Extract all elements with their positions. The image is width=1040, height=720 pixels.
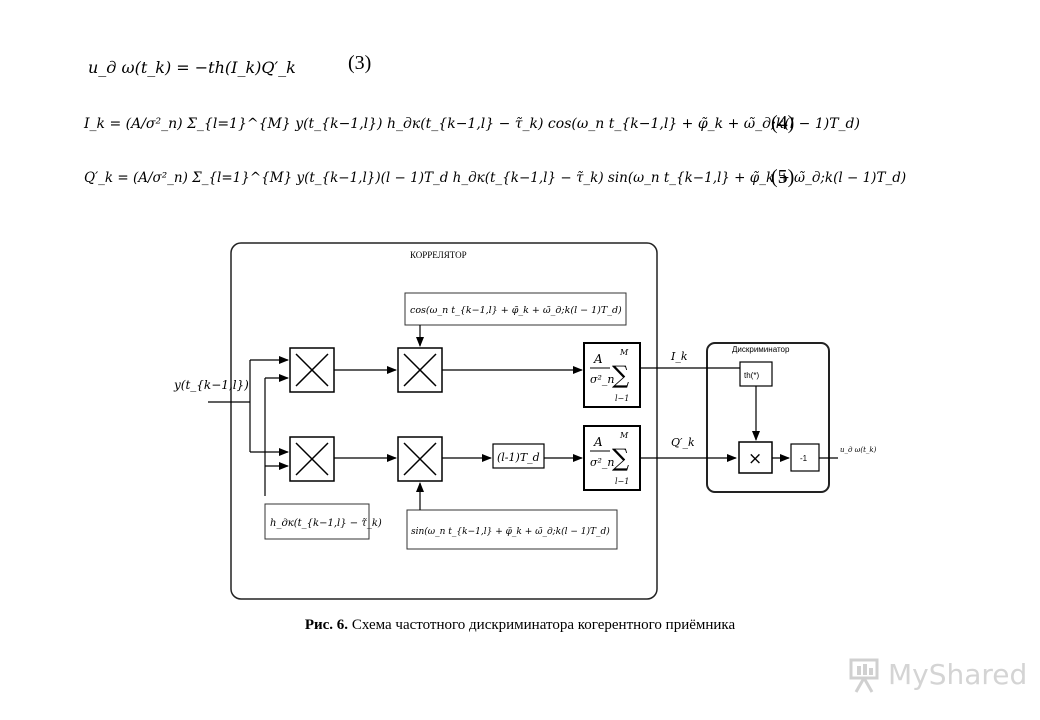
svg-text:σ²_n: σ²_n — [590, 456, 615, 469]
presentation-icon — [849, 658, 879, 693]
multiplier-discriminator — [738, 441, 773, 474]
sin-reference-block — [406, 509, 618, 550]
svg-text:M: M — [619, 348, 629, 357]
logo-text: MyShared — [888, 658, 1028, 691]
cos-reference-label: cos(ω_п t_{k−1,l} + φ̃_k + ω̃_д;k(l − 1)… — [410, 305, 622, 316]
summator-bottom: A σ²_n M ∑ l−1 — [583, 425, 641, 491]
figure-caption: Рис. 6. Схема частотного дискриминатора … — [0, 617, 1040, 634]
svg-text:M: M — [619, 431, 629, 440]
figure-caption-number: Рис. 6. — [304, 617, 349, 633]
equation-number-3: (3) — [348, 52, 372, 74]
equation-number-4: (4) — [771, 112, 795, 134]
th-label: th(*) — [744, 371, 759, 380]
th-block — [739, 361, 773, 387]
svg-text:∑: ∑ — [612, 361, 629, 389]
signal-paths — [334, 325, 838, 510]
h-reference-block — [264, 503, 370, 540]
equation-3: u_д ω(t_k) = −th(I_k)Q′_k — [88, 58, 296, 77]
correlator-title: КОРРЕЛЯТОР — [410, 250, 467, 260]
correlator-frame — [230, 242, 658, 600]
summator-top: A σ²_n M ∑ l−1 — [583, 342, 641, 408]
delay-label: (l-1)T_d — [497, 451, 540, 464]
input-wiring — [208, 356, 289, 496]
svg-text:∑: ∑ — [612, 444, 629, 472]
multiplier-discriminator-symbol: × — [748, 449, 762, 469]
svg-text:σ²_n: σ²_n — [590, 373, 615, 386]
sin-reference-label: sin(ω_п t_{k−1,l} + φ̃_k + ω̃_д;k(l − 1)… — [411, 526, 610, 537]
input-label: y(t_{k−1,l}) — [173, 378, 249, 392]
multiplier-2-top — [397, 347, 443, 393]
myshared-logo: MyShared — [848, 656, 1027, 696]
equation-5: Q′_k = (A/σ²_n) Σ_{l=1}^{M} y(t_{k−1,l})… — [84, 170, 907, 186]
multiplier-2-bottom — [397, 436, 443, 482]
multiplier-1-bottom — [289, 436, 335, 482]
multiplier-1-top — [289, 347, 335, 393]
output-label: u_д ω(t_k) — [840, 446, 877, 454]
equation-4: I_k = (A/σ²_n) Σ_{l=1}^{M} y(t_{k−1,l}) … — [84, 116, 860, 132]
equation-number-5: (5) — [771, 166, 795, 188]
h-reference-label: h_дк(t_{k−1,l} − τ̃_k) — [270, 518, 382, 529]
negation-label: -1 — [800, 454, 808, 463]
svg-text:A: A — [593, 352, 603, 366]
svg-text:l−1: l−1 — [615, 477, 629, 486]
figure-caption-text: Схема частотного дискриминатора когерент… — [348, 617, 736, 633]
q-label: Q′_k — [671, 436, 695, 449]
svg-text:A: A — [593, 435, 603, 449]
negation-block — [790, 443, 820, 472]
i-label: I_k — [670, 350, 688, 363]
cos-reference-block — [404, 292, 627, 326]
discriminator-frame — [706, 342, 830, 493]
delay-block — [492, 443, 545, 469]
discriminator-title: Дискриминатор — [732, 345, 790, 354]
svg-text:l−1: l−1 — [615, 394, 629, 403]
